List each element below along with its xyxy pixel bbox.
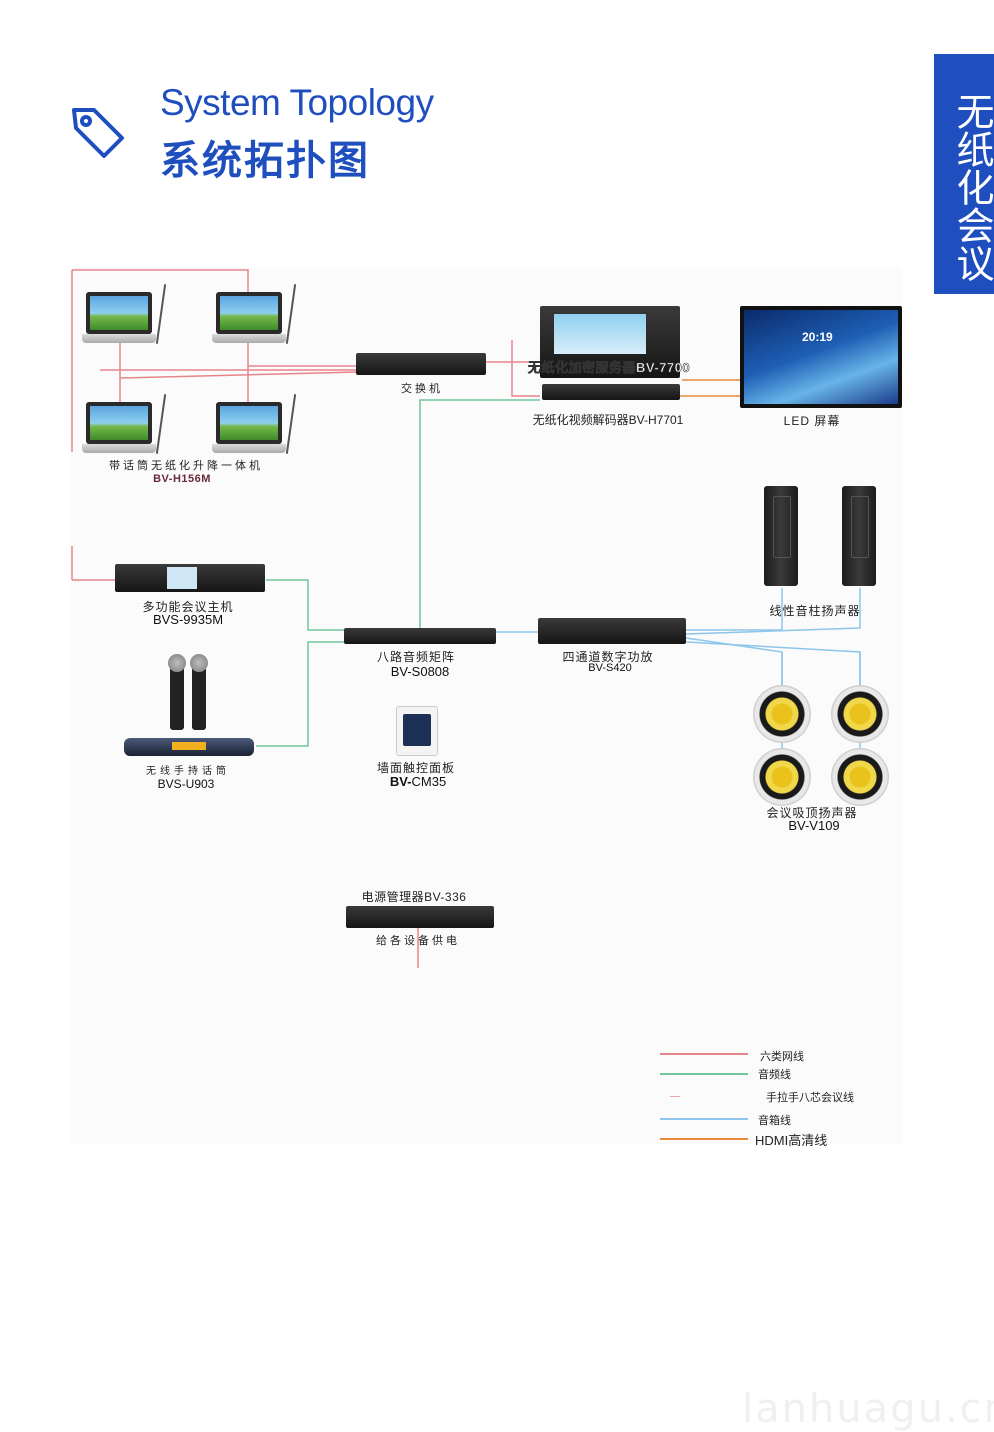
network-switch: [356, 353, 486, 375]
ceiling-speaker-1: [753, 685, 811, 743]
audio-matrix: [344, 628, 496, 644]
conference-host: [115, 564, 265, 592]
paperless-terminal-4: [212, 394, 297, 460]
column-speaker-1: [764, 486, 798, 586]
legend-label-audio: 音频线: [758, 1069, 791, 1081]
power-sublabel: 给各设备供电: [376, 935, 460, 947]
wireless-mic-receiver: [124, 738, 254, 756]
power-manager: [346, 906, 494, 928]
wireless-mic-label: 无线手持话筒: [146, 766, 230, 777]
amplifier-model: BV-S420: [588, 662, 632, 674]
host-label: 多功能会议主机: [142, 600, 234, 614]
laptop-label: 带话筒无纸化升降一体机: [109, 460, 263, 472]
page-title-en: System Topology: [160, 82, 434, 123]
touch-panel-model-suffix: CM35: [411, 774, 447, 789]
page-title-cn: 系统拓扑图: [160, 138, 370, 184]
side-tab: 无纸化会议: [934, 54, 994, 294]
legend-label-hdmi: HDMI高清线: [755, 1133, 828, 1148]
video-decoder: [542, 384, 680, 400]
paperless-terminal-3: [82, 394, 167, 460]
touch-panel-model-prefix: BV-: [389, 774, 412, 789]
encryption-server: [540, 306, 680, 378]
touch-panel-label: 墙面触控面板: [376, 761, 456, 775]
column-speaker-2: [842, 486, 876, 586]
paperless-terminal-2: [212, 284, 297, 350]
server-overlay-text: 无纸化加密服务器BV-7700: [528, 360, 691, 376]
wireless-mic-model: BVS-U903: [157, 777, 215, 791]
legend-label-speaker: 音箱线: [758, 1115, 791, 1127]
legend-swatch-hdmi: [660, 1138, 748, 1140]
ceiling-speaker-label: 会议吸顶扬声器: [766, 806, 858, 820]
legend-swatch-speaker: [660, 1118, 748, 1120]
touch-panel-model: BV-CM35: [390, 774, 446, 789]
decoder-label: 无纸化视频解码器BV-H7701: [532, 413, 684, 427]
tag-icon: [68, 100, 130, 162]
ceiling-speaker-3: [753, 748, 811, 806]
amplifier-label: 四通道数字功放: [562, 650, 654, 664]
handheld-mic-2: [190, 654, 208, 730]
led-label: LED 屏幕: [783, 414, 841, 428]
column-speaker-label: 线性音柱扬声器: [769, 604, 861, 618]
legend-swatch-audio: [660, 1073, 748, 1075]
legend-swatch-network: [660, 1053, 748, 1055]
paperless-terminal-1: [82, 284, 167, 350]
digital-amplifier: [538, 618, 686, 644]
laptop-model: BV-H156M: [153, 473, 211, 485]
matrix-label: 八路音频矩阵: [376, 650, 456, 664]
ceiling-speaker-4: [831, 748, 889, 806]
touch-panel: [396, 706, 438, 756]
matrix-model: BV-S0808: [390, 664, 450, 679]
led-screen: 20:19: [740, 306, 902, 408]
watermark: lanhuagu.cn: [742, 1386, 994, 1432]
host-model: BVS-9935M: [152, 612, 224, 627]
power-label: 电源管理器BV-336: [361, 890, 467, 904]
ceiling-speaker-2: [831, 685, 889, 743]
led-screen-time: 20:19: [802, 330, 833, 344]
legend-label-conference-cable: 手拉手八芯会议线: [766, 1092, 854, 1104]
legend-label-network: 六类网线: [760, 1051, 804, 1063]
legend-swatch-conference-cable: [670, 1096, 680, 1097]
handheld-mic-1: [168, 654, 186, 730]
ceiling-speaker-model: BV-V109: [788, 818, 840, 833]
switch-label: 交换机: [401, 383, 443, 395]
